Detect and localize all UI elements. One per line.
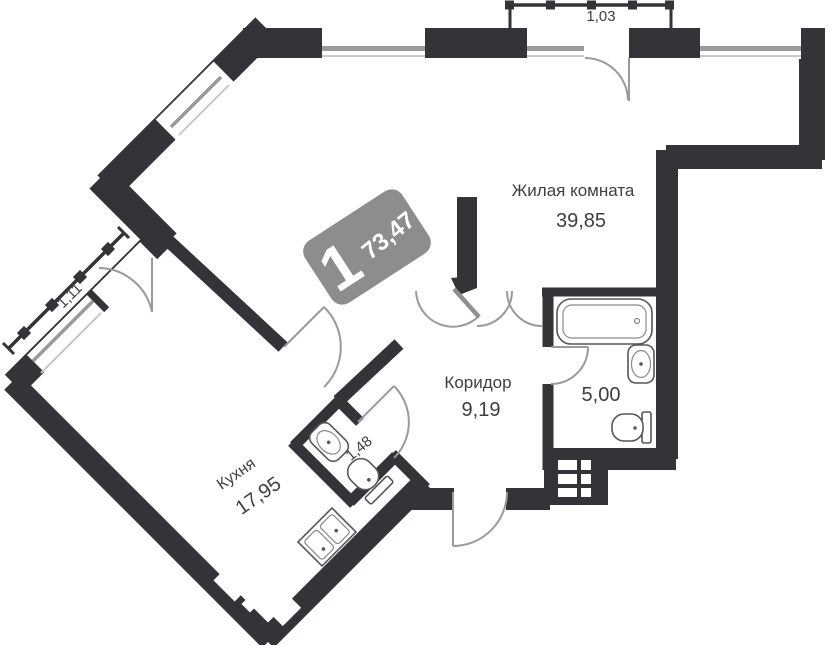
room-label-corridor: Коридор bbox=[444, 373, 511, 392]
window-facade-kitchen bbox=[27, 295, 107, 375]
door-kitchen bbox=[283, 306, 342, 388]
area-label-living: 39,85 bbox=[556, 210, 606, 232]
window-top-2 bbox=[527, 27, 585, 59]
window-facade-living bbox=[155, 61, 237, 143]
wc-toilet bbox=[346, 457, 394, 505]
wall-kitchen-sw bbox=[4, 374, 278, 645]
wall-wc-sw bbox=[288, 438, 358, 508]
wall-corridor-niche bbox=[333, 339, 404, 406]
bathroom-toilet bbox=[611, 411, 652, 444]
area-label-corridor: 9,19 bbox=[462, 399, 501, 421]
door-kitchen-balcony bbox=[98, 258, 153, 313]
kitchen-sink bbox=[296, 506, 358, 568]
vent-shaft-slots bbox=[558, 460, 591, 497]
wc-sink bbox=[308, 421, 350, 463]
room-label-living: Жилая комната bbox=[512, 181, 635, 200]
balcony-door-gap bbox=[584, 25, 629, 60]
wall-wc-nw bbox=[290, 395, 345, 450]
wall-wc-link bbox=[388, 450, 430, 492]
bathtub bbox=[556, 298, 653, 345]
window-top-3 bbox=[700, 27, 801, 59]
dim-label-top-balcony: 1,03 bbox=[586, 8, 615, 25]
wall-divider-living-kitchen bbox=[141, 215, 288, 352]
railing-top-balcony bbox=[505, 0, 674, 28]
door-bathroom bbox=[550, 346, 589, 385]
area-label-bathroom: 5,00 bbox=[582, 384, 621, 406]
door-entrance bbox=[452, 491, 508, 547]
door-balcony-top bbox=[584, 57, 630, 101]
fixtures bbox=[296, 298, 655, 568]
bathroom-sink bbox=[627, 344, 655, 384]
windows bbox=[27, 25, 801, 627]
window-top-1 bbox=[322, 27, 425, 59]
door-living-corridor-left bbox=[415, 287, 481, 328]
doors bbox=[98, 57, 630, 547]
wall-wc-ne-stub bbox=[334, 396, 364, 426]
door-living-corridor-double bbox=[476, 290, 543, 327]
walls bbox=[4, 17, 825, 645]
door-wc bbox=[357, 385, 410, 459]
wall-pier bbox=[457, 197, 477, 280]
kitchen-wall-niches bbox=[213, 570, 302, 627]
badge-background bbox=[303, 189, 431, 305]
apartment-badge: 1 73,47 bbox=[303, 189, 431, 305]
